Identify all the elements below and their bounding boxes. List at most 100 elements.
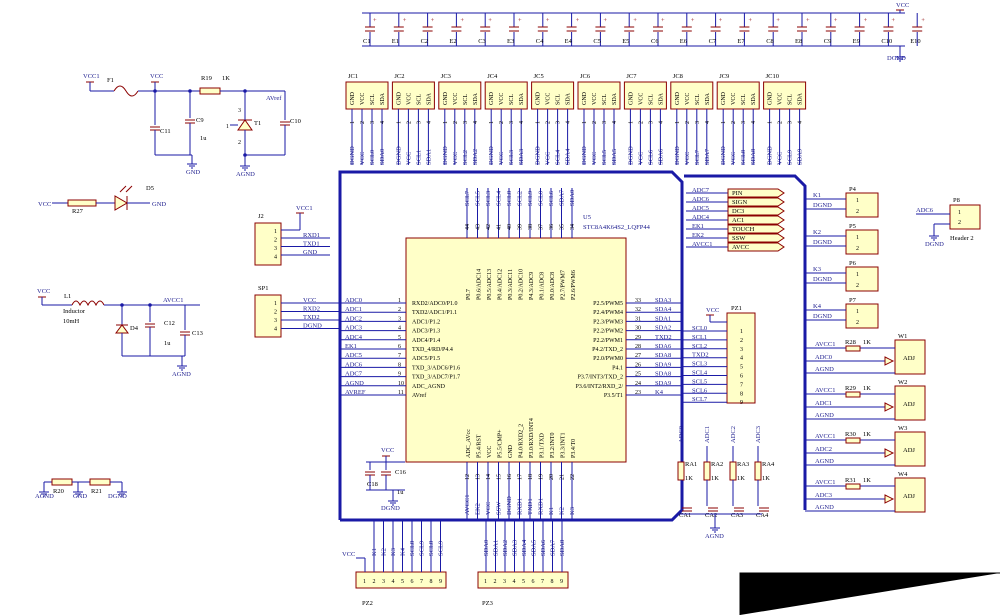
header-pin-name: SDA — [705, 92, 711, 105]
u5-pin-num: 21 — [560, 474, 566, 480]
net-dgnd: DGND — [442, 146, 449, 165]
u5-pin-name: VCC — [487, 446, 493, 458]
u5-pin-name: AVref — [412, 392, 426, 399]
pz2-vcc: VCC — [342, 551, 355, 558]
pz1-pin: 3 — [740, 347, 743, 353]
net-scl: SCL0 — [369, 150, 376, 165]
port-arrow — [727, 233, 785, 243]
cap-ref: C4 — [536, 38, 544, 45]
adj-resistor — [845, 391, 861, 398]
adj-label: ADJ — [903, 447, 915, 454]
net-scl: SCL5 — [601, 150, 608, 165]
pz1-pin: 9 — [740, 400, 743, 406]
adj-resistor — [845, 437, 861, 444]
port-label: DC3 — [732, 208, 744, 215]
u5-pin-num: 41 — [497, 224, 503, 230]
net-vcc: VCC — [359, 152, 366, 165]
header-pin-name: VCC — [499, 93, 505, 105]
sp1-header — [254, 294, 282, 338]
cap-ref: E8 — [795, 38, 802, 45]
ra-net: ADC2 — [730, 426, 737, 443]
c10-ref: C10 — [290, 118, 301, 125]
pin: 3 — [238, 108, 241, 114]
pin: 2 — [856, 320, 859, 326]
u5-pin-name: TXD_3/ADC6/P1.6 — [412, 365, 460, 371]
u5-right-net: SDA3 — [655, 297, 671, 304]
net-sda: SDA0 — [379, 149, 386, 165]
p8-net: ADC6 — [916, 207, 934, 214]
sp1-net: RXD2 — [303, 306, 320, 313]
u5-pin-name: P5.4/RST — [477, 434, 483, 458]
pz1-pin: 7 — [740, 382, 743, 388]
u5-bottom-net: DGND — [506, 496, 513, 515]
cap-polarity: + — [603, 17, 607, 24]
pz2-header — [355, 571, 447, 589]
pz3-pin: 7 — [541, 579, 544, 585]
adj-label: ADJ — [903, 401, 915, 408]
pin-num: 1 — [396, 121, 402, 124]
u5-pin-num: 34 — [570, 224, 576, 230]
net-dgnd: DGND — [349, 146, 356, 165]
t1-symbol — [237, 119, 253, 131]
ca-ref: CA1 — [679, 512, 691, 519]
ra-val: 1K — [685, 475, 693, 482]
adj-arrow — [884, 402, 895, 412]
net-sda: SDA6 — [657, 148, 664, 165]
pin-num: 1 — [768, 121, 774, 124]
r21-resistor — [89, 478, 111, 486]
pin-num: 4 — [612, 121, 618, 124]
pin-num: 4 — [519, 121, 525, 124]
header-pin-name: VCC — [453, 93, 459, 105]
u5-right-net: SDA6 — [655, 343, 672, 350]
header-pin-name: VCC — [731, 93, 737, 105]
net-scl: SCL4 — [555, 149, 562, 165]
p8-header — [949, 204, 981, 230]
u5-top-net: SCL9 — [527, 191, 534, 206]
pz3-pin: 8 — [551, 579, 554, 585]
pin-num: 1 — [628, 121, 634, 124]
u5-pin-num: 25 — [635, 372, 641, 378]
key-ref: P5 — [849, 223, 856, 230]
u5-left-net: ADC7 — [345, 371, 363, 378]
header-pin-name: SDA — [658, 92, 664, 105]
u5-bottom-net: K2 — [559, 507, 566, 515]
ca-ref: CA2 — [705, 512, 717, 519]
pin-num: 4 — [751, 121, 757, 124]
pz3-pin: 2 — [494, 579, 497, 585]
bl-gnd: GND — [73, 493, 87, 500]
pz3-net: SDA0 — [483, 540, 490, 556]
adj-avcc: AVCC1 — [815, 433, 835, 440]
port-label: TOUCH — [732, 226, 755, 233]
cap-ref: C7 — [709, 38, 717, 45]
pz1-pin: 8 — [740, 391, 743, 397]
cap-ref: C5 — [593, 38, 601, 45]
net-vcc: VCC — [405, 152, 412, 165]
header-pin-name: SCL — [416, 94, 422, 105]
u5-top-net: SCL2 — [517, 191, 524, 206]
u5-left-net: AGND — [345, 380, 364, 387]
agnd-label: AGND — [236, 171, 255, 178]
ind-vcc: VCC — [37, 288, 50, 295]
ra-resistor — [754, 461, 762, 481]
avcc1-label: AVCC1 — [163, 297, 183, 304]
pin: 1 — [226, 124, 229, 130]
u5-pin-num: 17 — [518, 474, 524, 480]
u5-pin-name: P3.3/INT1 — [561, 433, 567, 459]
adj-arrow — [884, 448, 895, 458]
u5-top-net: SCL0 — [538, 191, 545, 206]
jc-ref: JC5 — [534, 73, 544, 80]
header-pin-name: VCC — [360, 93, 366, 105]
key-header-P4 — [845, 192, 879, 218]
u5-pin-num: 20 — [549, 474, 555, 480]
u5-left-net: ADC5 — [345, 352, 362, 359]
u5-pin-num: 24 — [635, 381, 641, 387]
pin-num: 3 — [788, 121, 794, 124]
pin: 1 — [274, 301, 277, 307]
pz2-net: K4 — [400, 547, 407, 556]
u5-top-net: SDA7 — [559, 189, 566, 206]
u5-bottom-net: EK2 — [475, 503, 482, 515]
pin-num: 1 — [443, 121, 449, 124]
port-arrow — [727, 206, 785, 216]
pin: 1 — [856, 309, 859, 315]
u5-pin-name: ADC3/P1.3 — [412, 329, 440, 335]
